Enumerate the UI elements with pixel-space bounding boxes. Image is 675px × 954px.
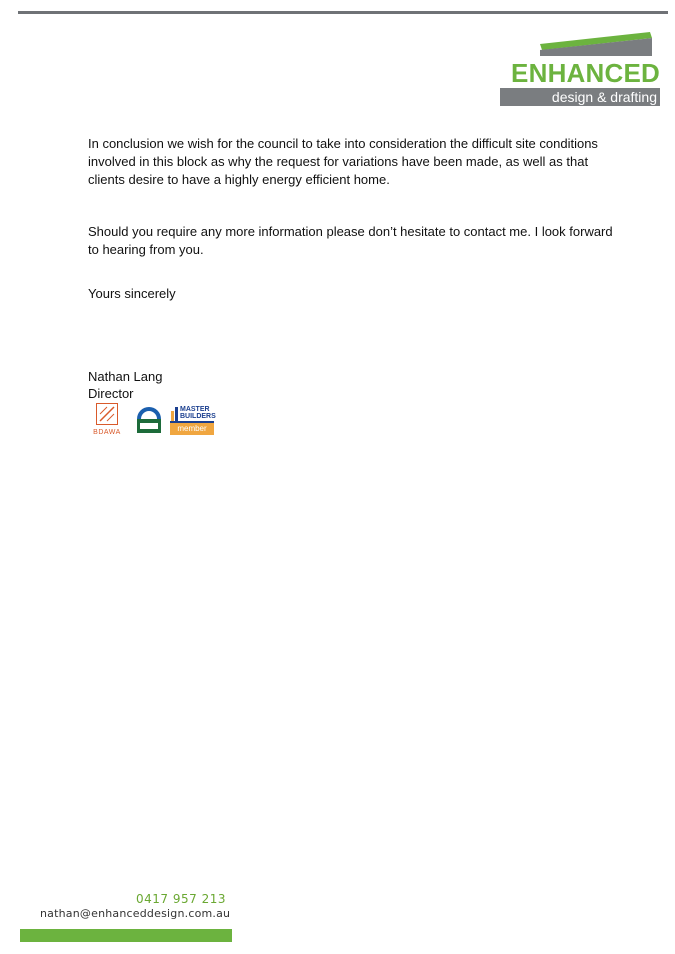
master-builders-line1: MASTER: [180, 406, 210, 413]
footer-phone: 0417 957 213: [136, 892, 226, 906]
signatory-title: Director: [88, 386, 134, 401]
header-divider: [18, 11, 668, 14]
master-builders-badge: MASTER BUILDERS member: [170, 403, 216, 437]
footer-email: nathan@enhanceddesign.com.au: [40, 907, 231, 920]
footer-accent-bar: [20, 929, 232, 942]
master-builders-rule: [170, 421, 214, 423]
signatory-name: Nathan Lang: [88, 369, 163, 384]
master-builders-logo-icon: [171, 407, 178, 421]
bdawa-badge: BDAWA: [90, 403, 124, 439]
logo-brand-text: ENHANCED: [511, 58, 660, 88]
closing-salutation: Yours sincerely: [88, 286, 176, 301]
roof-logo-icon: [540, 32, 652, 56]
bdawa-label: BDAWA: [93, 429, 121, 436]
logo-tagline: design & drafting: [500, 88, 660, 106]
company-logo: ENHANCED design & drafting: [500, 30, 660, 110]
master-builders-member: member: [170, 423, 214, 435]
master-builders-line2: BUILDERS: [180, 413, 216, 420]
bdawa-logo-icon: [96, 403, 118, 425]
letter-paragraph: Should you require any more information …: [88, 224, 613, 257]
housing-industry-logo-icon: [137, 407, 161, 433]
letter-paragraph: In conclusion we wish for the council to…: [88, 136, 598, 187]
signature-block: Nathan Lang Director: [88, 368, 162, 402]
